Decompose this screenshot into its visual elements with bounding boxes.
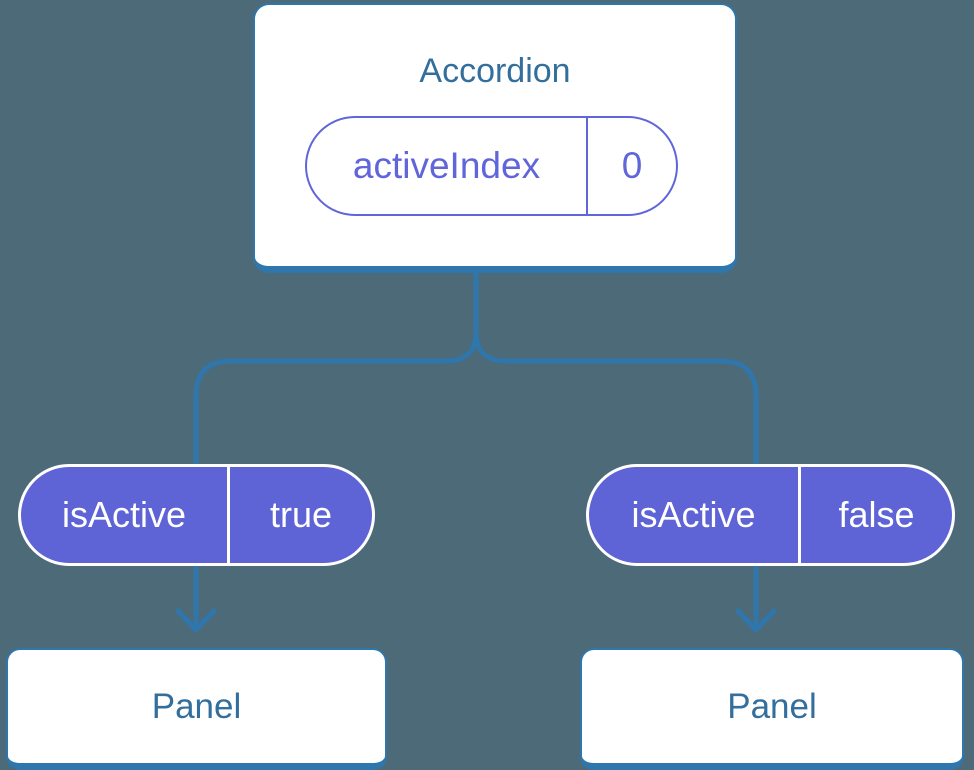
panel-card-left: Panel	[6, 648, 387, 770]
prop-name-right: isActive	[589, 467, 801, 563]
prop-name-left: isActive	[21, 467, 230, 563]
accordion-title: Accordion	[419, 52, 571, 90]
panel-card-right: Panel	[580, 648, 964, 770]
state-name: activeIndex	[307, 118, 588, 214]
state-pill: activeIndex 0	[305, 116, 678, 216]
prop-value-right: false	[838, 494, 915, 535]
panel-label-right: Panel	[727, 686, 817, 726]
panel-label-left: Panel	[151, 686, 242, 726]
prop-pill-left: isActive true	[18, 464, 375, 566]
state-value: 0	[621, 145, 643, 186]
prop-value-left: true	[269, 494, 333, 535]
branch-line-left	[193, 267, 479, 631]
accordion-component-card: Accordion activeIndex 0	[253, 3, 737, 273]
arrowhead-left-icon	[175, 608, 217, 633]
branch-line-right	[473, 267, 759, 631]
arrowhead-right-icon	[735, 608, 777, 633]
prop-pill-right: isActive false	[586, 464, 955, 566]
